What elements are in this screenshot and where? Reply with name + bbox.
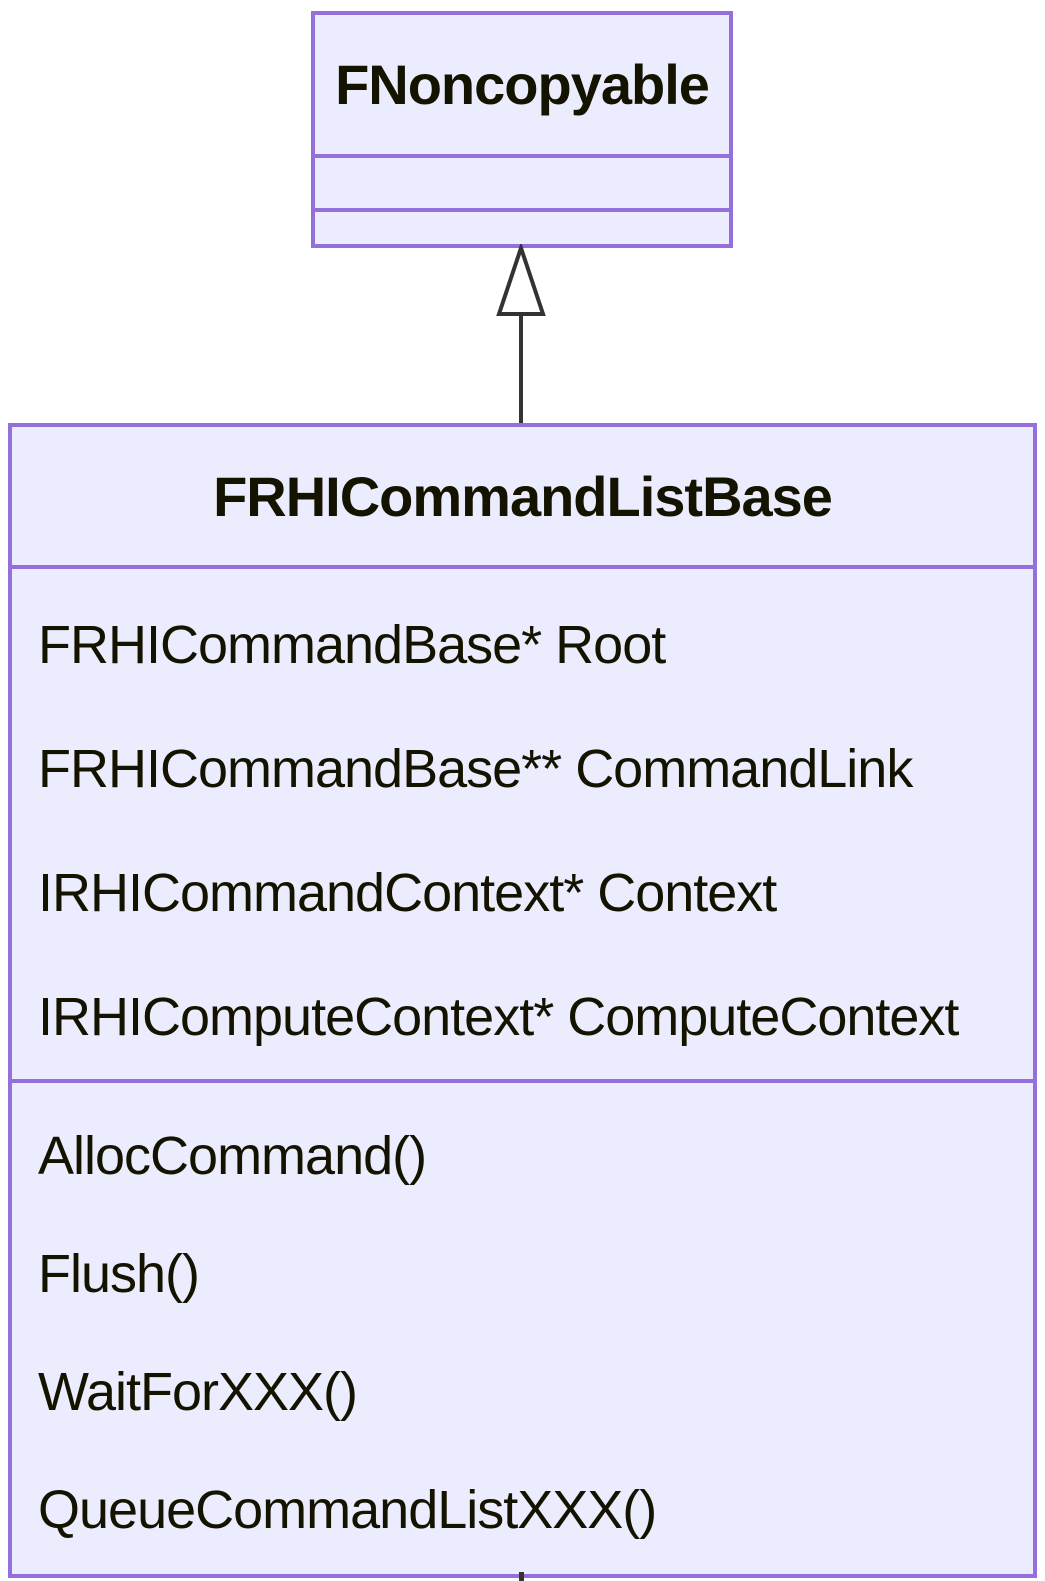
- attribute-root: FRHICommandBase* Root: [38, 615, 666, 675]
- method-alloccommand: AllocCommand(): [38, 1126, 427, 1186]
- attribute-commandlink: FRHICommandBase** CommandLink: [38, 739, 913, 799]
- cutoff-connector-stub: [519, 1572, 524, 1581]
- methods-compartment-empty: [315, 208, 729, 244]
- methods-compartment: AllocCommand() Flush() WaitForXXX() Queu…: [12, 1079, 1033, 1574]
- method-queuecommandlistxxx: QueueCommandListXXX(): [38, 1480, 657, 1540]
- class-title-frhicommandlistbase: FRHICommandListBase: [213, 464, 833, 528]
- class-node-fnoncopyable: FNoncopyable: [311, 11, 733, 248]
- attribute-context: IRHICommandContext* Context: [38, 863, 777, 923]
- attributes-compartment-empty: [315, 154, 729, 208]
- attributes-compartment: FRHICommandBase* Root FRHICommandBase** …: [12, 565, 1033, 1079]
- class-node-frhicommandlistbase: FRHICommandListBase FRHICommandBase* Roo…: [8, 423, 1037, 1578]
- class-title-fnoncopyable: FNoncopyable: [335, 53, 710, 116]
- method-waitforxxx: WaitForXXX(): [38, 1362, 358, 1422]
- inheritance-arrow: [496, 244, 546, 426]
- attribute-computecontext: IRHIComputeContext* ComputeContext: [38, 987, 959, 1047]
- method-flush: Flush(): [38, 1244, 200, 1304]
